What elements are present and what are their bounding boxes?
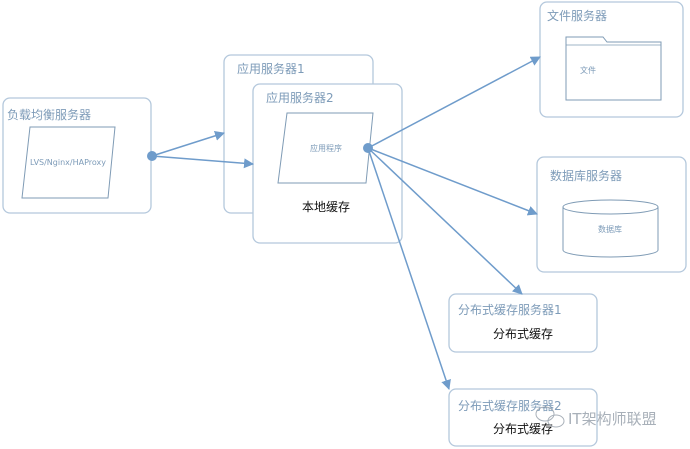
file-server-title: 文件服务器 — [547, 8, 607, 23]
local-cache-label: 本地缓存 — [302, 200, 350, 214]
load-balancer-software: LVS/Nginx/HAProxy — [30, 158, 106, 167]
file-label: 文件 — [580, 65, 596, 75]
file-server-box: 文件服务器 文件 — [539, 1, 684, 118]
database-label: 数据库 — [598, 224, 622, 234]
cache-server-1-cache: 分布式缓存 — [493, 327, 553, 341]
arrow-to-app-server-1 — [151, 130, 225, 157]
watermark-text: IT架构师联盟 — [568, 410, 657, 428]
app-connector-dot — [363, 143, 373, 153]
arrow-to-cache-server-1 — [367, 147, 523, 295]
cache-server-2-cache: 分布式缓存 — [493, 422, 553, 436]
database-cylinder-icon — [562, 199, 659, 258]
connections — [147, 56, 541, 390]
folder-icon — [565, 36, 662, 101]
cache-server-2-box: 分布式缓存服务器2 分布式缓存 — [448, 388, 598, 447]
load-balancer-title: 负载均衡服务器 — [7, 107, 91, 122]
wechat-icon — [535, 406, 565, 428]
app-server-2-title: 应用服务器2 — [266, 90, 334, 105]
load-balancer-connector-dot — [147, 151, 157, 161]
arrow-to-db-server — [367, 147, 538, 216]
application-label: 应用程序 — [310, 143, 342, 153]
load-balancer-box: 负载均衡服务器 LVS/Nginx/HAProxy — [2, 97, 152, 214]
app-server-2-box: 应用服务器2 应用程序 本地缓存 — [252, 83, 403, 244]
cache-server-1-box: 分布式缓存服务器1 分布式缓存 — [448, 293, 598, 353]
arrow-to-cache-server-2 — [367, 147, 451, 390]
watermark: IT架构师联盟 — [535, 406, 657, 428]
db-server-title: 数据库服务器 — [550, 168, 622, 183]
arrow-to-file-server — [367, 56, 541, 149]
cache-server-1-title: 分布式缓存服务器1 — [458, 302, 562, 317]
db-server-box: 数据库服务器 数据库 — [536, 156, 687, 273]
cache-server-2-title: 分布式缓存服务器2 — [458, 398, 562, 413]
arrow-to-app-server-2 — [151, 155, 254, 169]
app-server-1-title: 应用服务器1 — [237, 61, 305, 76]
